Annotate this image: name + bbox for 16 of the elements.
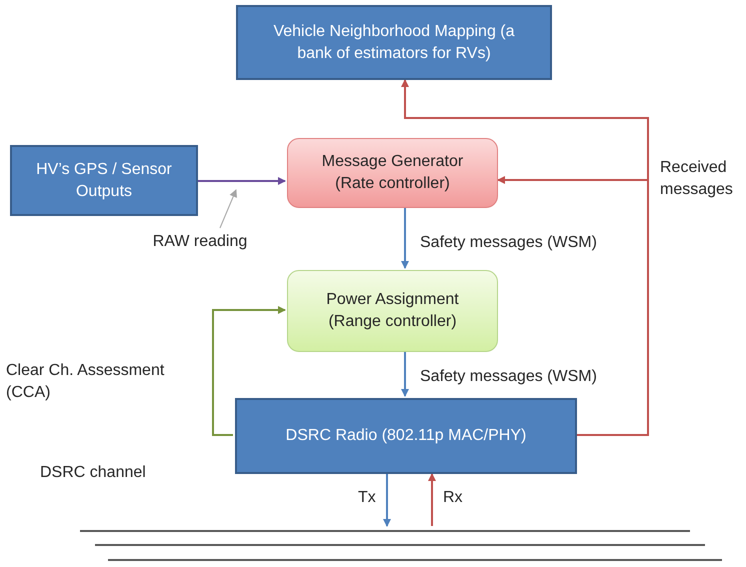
text-label: RAW reading <box>140 230 260 254</box>
arrow <box>212 306 286 436</box>
text-label: DSRC channel <box>40 463 146 483</box>
arrow <box>401 208 409 269</box>
arrow <box>401 352 409 397</box>
arrow <box>428 473 436 526</box>
process-box: DSRC Radio (802.11p MAC/PHY) <box>235 398 577 474</box>
rounded-box: Power Assignment (Range controller) <box>287 270 498 352</box>
channel-lines <box>80 528 724 564</box>
arrow <box>497 176 649 436</box>
process-box: Vehicle Neighborhood Mapping (a bank of estimators for RVs) <box>236 5 552 80</box>
arrow <box>198 177 286 185</box>
process-box: HV’s GPS / Sensor Outputs <box>10 145 198 216</box>
arrow <box>383 474 391 527</box>
leader-line <box>220 189 237 228</box>
rounded-box: Message Generator (Rate controller) <box>287 138 498 208</box>
